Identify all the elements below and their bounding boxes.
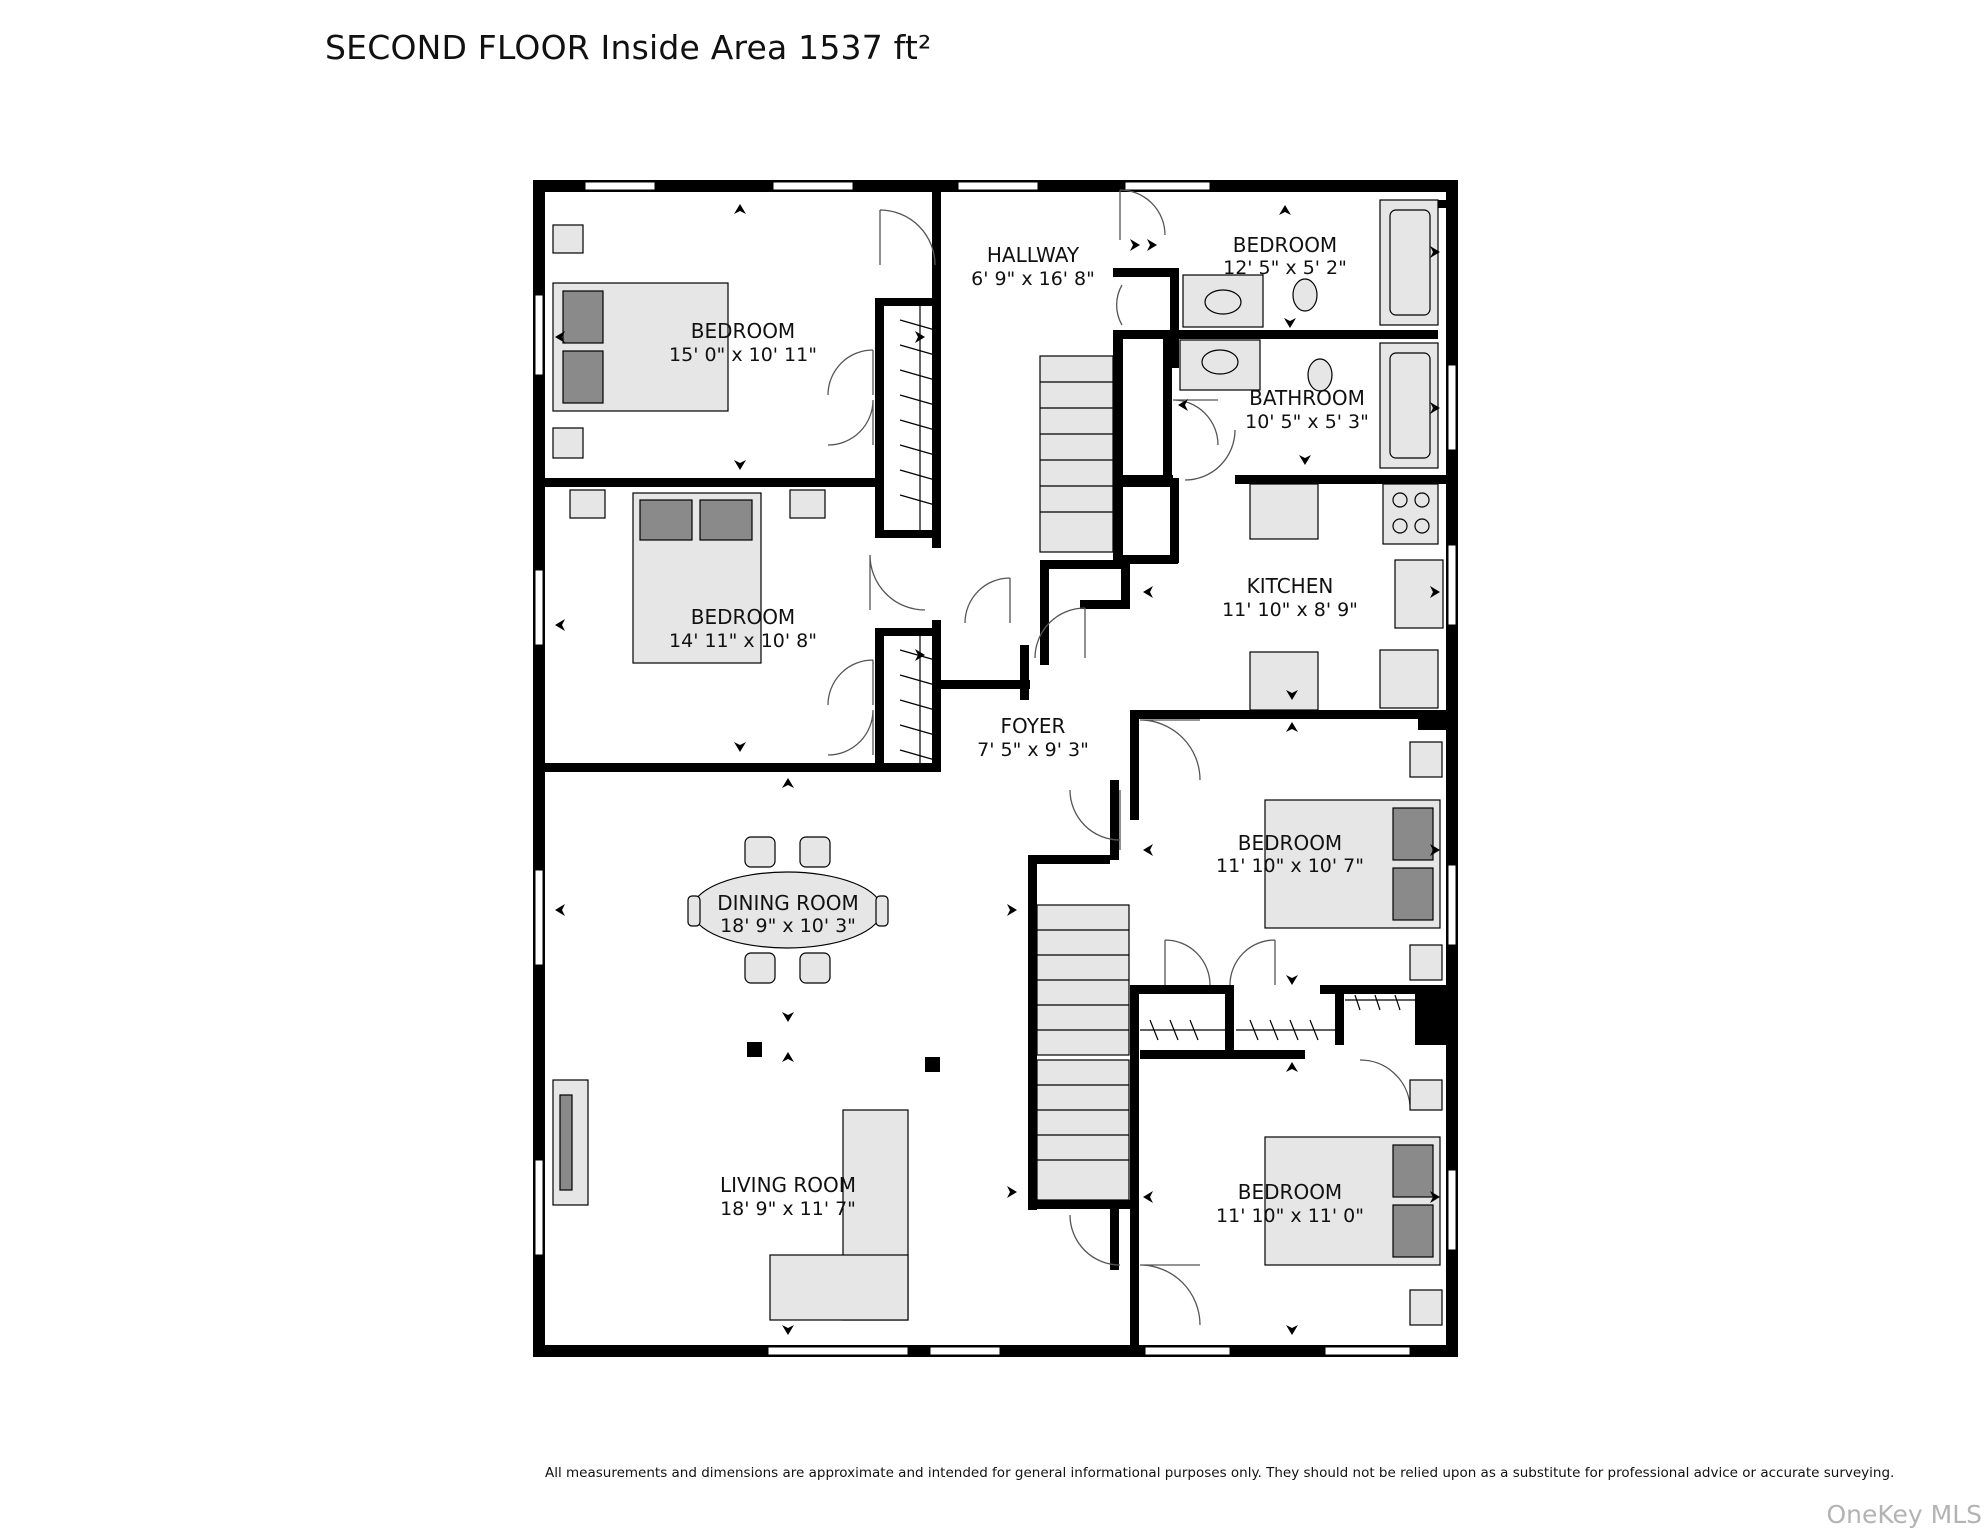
room-name-bedroom-top-left: BEDROOM [691,319,795,343]
room-name-kitchen: KITCHEN [1247,574,1334,598]
interior-walls [545,192,1446,1345]
room-dims-bedroom-right-upper: 11' 10" x 10' 7" [1216,855,1364,877]
closet-racks [899,306,1415,1041]
room-dims-bedroom-left: 14' 11" x 10' 8" [669,630,817,652]
room-name-bedroom-small: BEDROOM [1233,233,1337,257]
view-arrows [555,204,1440,1335]
room-name-foyer: FOYER [1001,714,1066,738]
windows [534,181,1457,1356]
room-dims-bathroom: 10' 5" x 5' 3" [1245,411,1369,433]
floor-title: SECOND FLOOR Inside Area 1537 ft² [325,28,932,67]
room-dims-foyer: 7' 5" x 9' 3" [977,739,1089,761]
room-name-bedroom-left: BEDROOM [691,605,795,629]
watermark: OneKey MLS [1826,1500,1982,1529]
room-name-dining-room: DINING ROOM [717,891,859,915]
stairs [1036,355,1130,1201]
room-dims-bedroom-top-left: 15' 0" x 10' 11" [669,344,817,366]
furniture [552,199,1444,1326]
disclaimer-text: All measurements and dimensions are appr… [545,1465,1895,1481]
room-name-hallway: HALLWAY [987,243,1080,267]
room-dims-bedroom-right-lower: 11' 10" x 11' 0" [1216,1205,1364,1227]
room-name-bedroom-right-lower: BEDROOM [1238,1180,1342,1204]
room-name-bedroom-right-upper: BEDROOM [1238,831,1342,855]
room-dims-hallway: 6' 9" x 16' 8" [971,268,1095,290]
room-dims-dining-room: 18' 9" x 10' 3" [720,915,856,937]
room-dims-living-room: 18' 9" x 11' 7" [720,1198,856,1220]
door-swings [827,189,1411,1326]
room-name-bathroom: BATHROOM [1249,386,1365,410]
room-dims-kitchen: 11' 10" x 8' 9" [1222,599,1358,621]
room-dims-bedroom-small: 12' 5" x 5' 2" [1223,257,1347,279]
room-labels: HALLWAY 6' 9" x 16' 8" BEDROOM 12' 5" x … [669,233,1369,1227]
room-name-living-room: LIVING ROOM [720,1173,856,1197]
